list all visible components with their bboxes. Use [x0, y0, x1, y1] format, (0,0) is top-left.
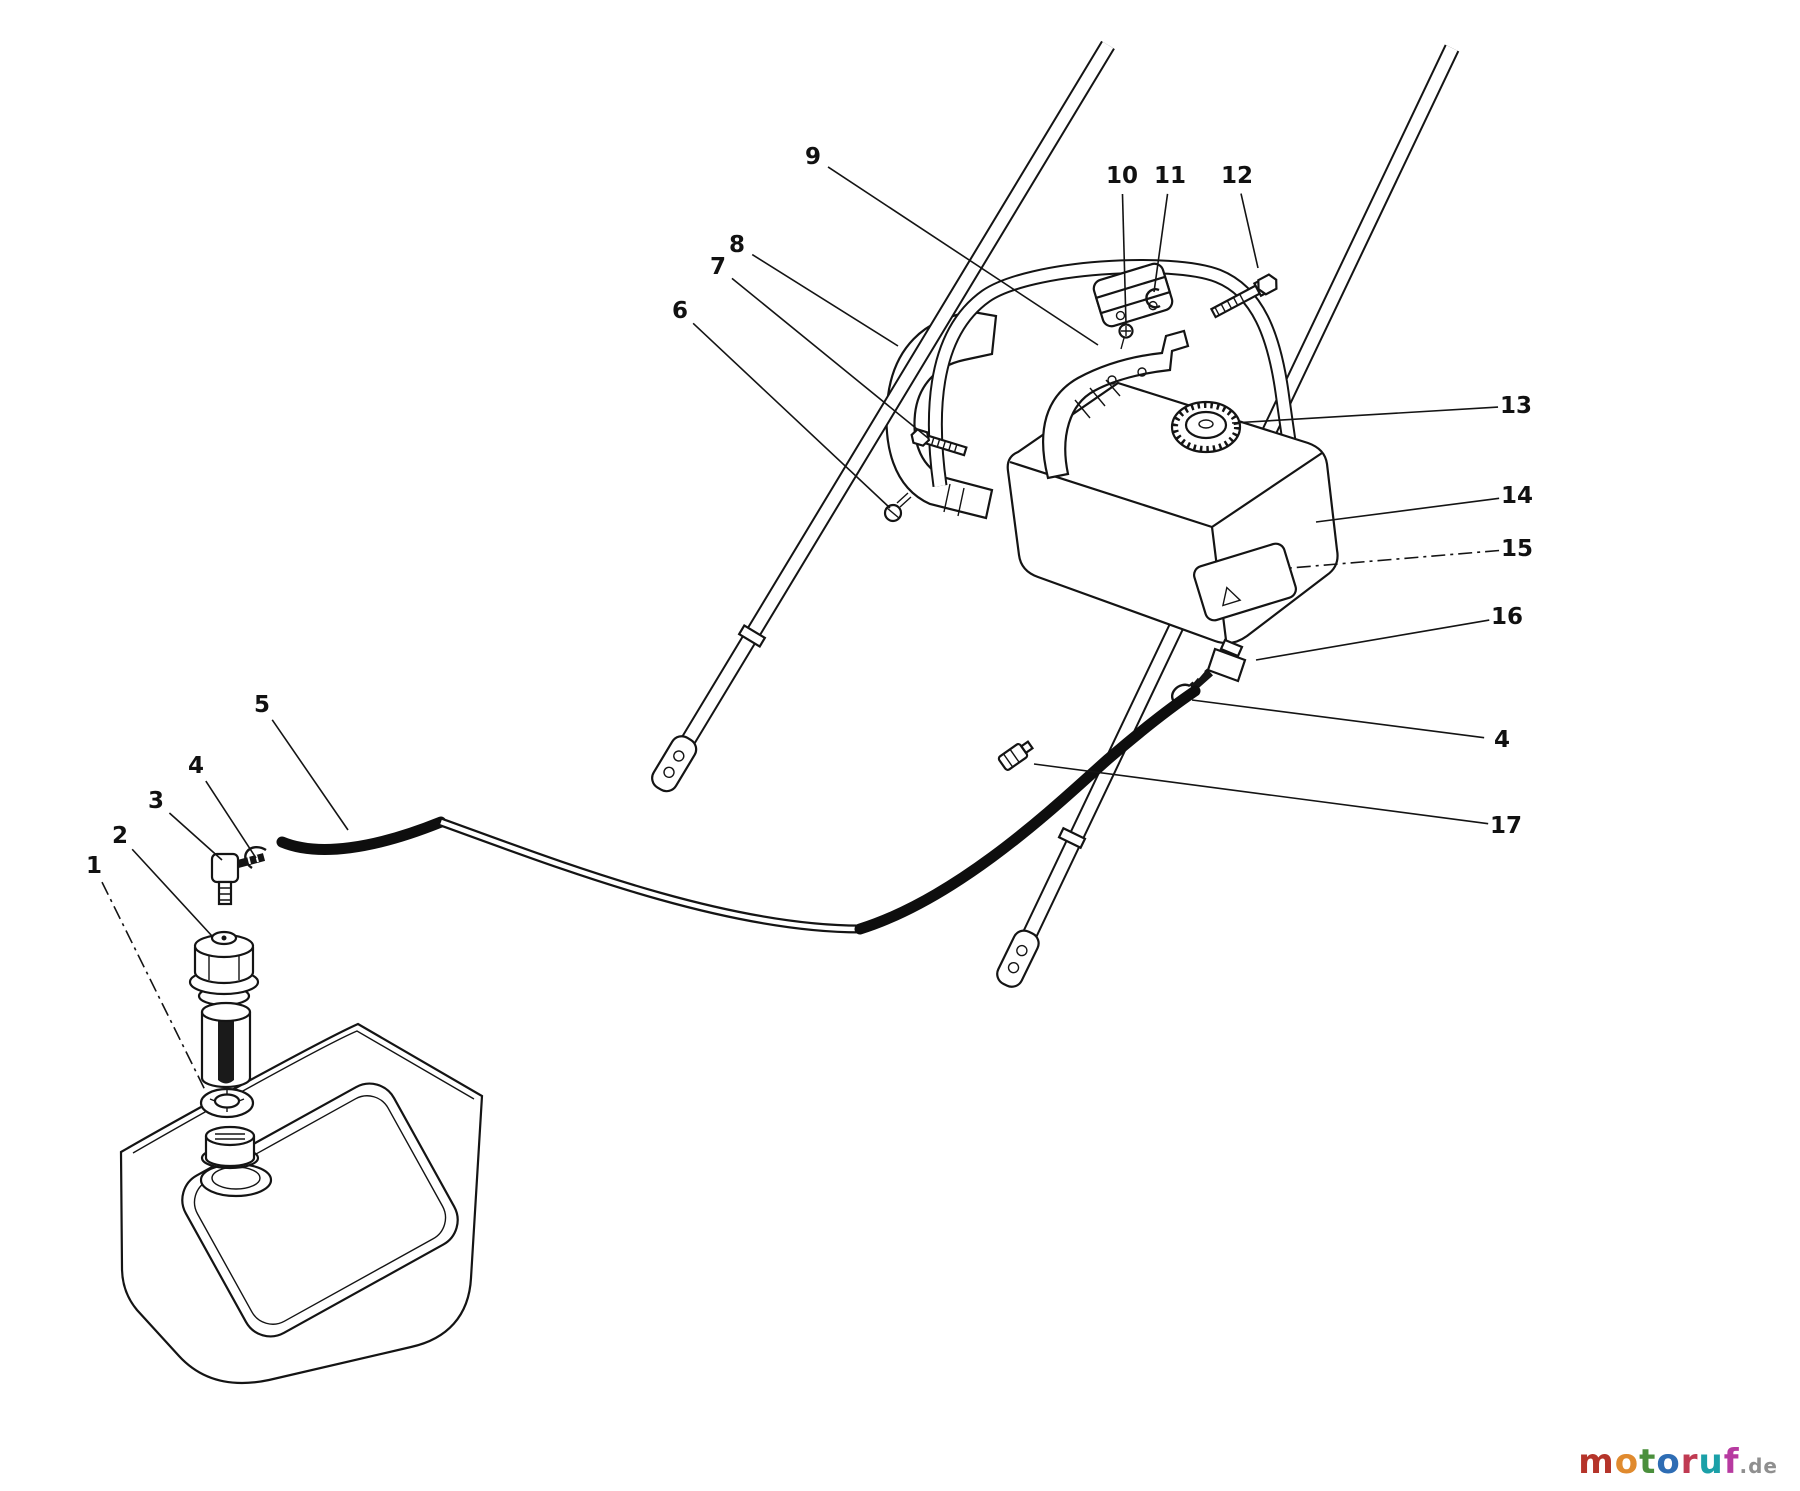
elbow-fitting: [210, 852, 266, 906]
bolt-12: [1209, 273, 1278, 319]
part-number-17: 17: [1490, 813, 1522, 839]
part-number-8: 8: [729, 232, 745, 258]
part-number-13: 13: [1500, 393, 1532, 419]
leader-line-17: [1033, 763, 1489, 825]
callout-7-6: 7: [710, 254, 929, 439]
watermark-letter: f: [1723, 1442, 1740, 1482]
screw-10: [1118, 323, 1134, 350]
watermark-letter: o: [1656, 1442, 1681, 1482]
fuel-hose: [276, 685, 1201, 935]
part-number-15: 15: [1501, 536, 1533, 562]
callout-17-17: 17: [1033, 763, 1522, 839]
fuel-tank-label: [1193, 542, 1297, 622]
fuel-tank-lower: [119, 1022, 484, 1385]
part-number-12: 12: [1221, 163, 1253, 189]
tube-clip-left: [737, 624, 767, 648]
part-number-11: 11: [1154, 163, 1186, 189]
part-number-16: 16: [1491, 604, 1523, 630]
handle-crossbar: [927, 259, 1303, 488]
leader-line-11: [1153, 193, 1169, 293]
callout-4-16: 4: [1191, 699, 1510, 753]
callout-1-0: 1: [86, 853, 207, 1093]
handle-tube-left: [651, 40, 1115, 793]
fuel-valve: [1189, 638, 1247, 692]
mounting-strap: [1042, 329, 1190, 480]
leader-line-4: [205, 780, 257, 859]
leader-line-16: [1255, 619, 1490, 661]
leader-line-15: [1289, 549, 1500, 569]
leader-line-6: [692, 322, 891, 509]
leader-line-10: [1121, 193, 1127, 325]
leader-line-9: [827, 166, 1099, 346]
callout-15-14: 15: [1289, 536, 1533, 569]
inline-fitting: [997, 740, 1035, 771]
leader-line-7: [731, 277, 929, 439]
callout-3-2: 3: [148, 788, 223, 861]
watermark-letters: motoruf: [1578, 1442, 1739, 1482]
watermark-letter: r: [1680, 1442, 1699, 1482]
part-number-4: 4: [1494, 727, 1510, 753]
part-number-5: 5: [254, 692, 270, 718]
watermark-motoruf: motoruf.de: [1578, 1445, 1778, 1479]
leader-line-13: [1231, 406, 1499, 424]
bolt-7: [910, 428, 968, 457]
fuel-filter: [200, 1001, 252, 1089]
part-number-10: 10: [1106, 163, 1138, 189]
leader-line-4: [1191, 699, 1485, 739]
callout-2-1: 2: [112, 823, 213, 937]
part-number-3: 3: [148, 788, 164, 814]
leader-line-2: [131, 848, 213, 937]
grommet-washer: [199, 1087, 255, 1119]
callout-9-8: 9: [805, 144, 1099, 346]
watermark-letter: u: [1698, 1442, 1724, 1482]
tube-clip-right: [1057, 826, 1087, 850]
part-number-7: 7: [710, 254, 726, 280]
part-number-9: 9: [805, 144, 821, 170]
leader-line-3: [168, 812, 223, 861]
part-number-1: 1: [86, 853, 102, 879]
callout-13-12: 13: [1231, 393, 1532, 424]
callout-8-7: 8: [729, 232, 899, 347]
callout-11-10: 11: [1153, 163, 1186, 293]
watermark-letter: o: [1614, 1442, 1640, 1482]
callout-6-5: 6: [672, 298, 891, 509]
leader-line-14: [1315, 497, 1500, 523]
part-number-14: 14: [1501, 483, 1533, 509]
callout-5-4: 5: [254, 692, 349, 831]
callout-4-3: 4: [188, 753, 257, 859]
fuel-cap: [1170, 400, 1242, 454]
leader-line-12: [1240, 193, 1259, 269]
watermark-suffix: .de: [1739, 1454, 1778, 1478]
part-number-4: 4: [188, 753, 204, 779]
leader-line-5: [271, 719, 349, 831]
tank-plug: [200, 1125, 260, 1170]
watermark-letter: m: [1578, 1442, 1615, 1482]
callout-10-9: 10: [1106, 163, 1138, 325]
leader-line-8: [751, 253, 899, 347]
hose-clamp-left: [244, 845, 267, 870]
tube-end-tab-left: [651, 735, 698, 793]
watermark-letter: t: [1639, 1442, 1657, 1482]
handle-clamp-block: [1092, 262, 1174, 328]
leader-line-1: [101, 881, 207, 1093]
screw-6: [883, 492, 912, 523]
filter-nut-assembly: [188, 930, 260, 1007]
callout-12-11: 12: [1221, 163, 1259, 269]
part-number-6: 6: [672, 298, 688, 324]
part-number-2: 2: [112, 823, 128, 849]
callout-14-13: 14: [1315, 483, 1533, 523]
tube-end-tab-right: [996, 929, 1040, 988]
callout-16-15: 16: [1255, 604, 1523, 661]
